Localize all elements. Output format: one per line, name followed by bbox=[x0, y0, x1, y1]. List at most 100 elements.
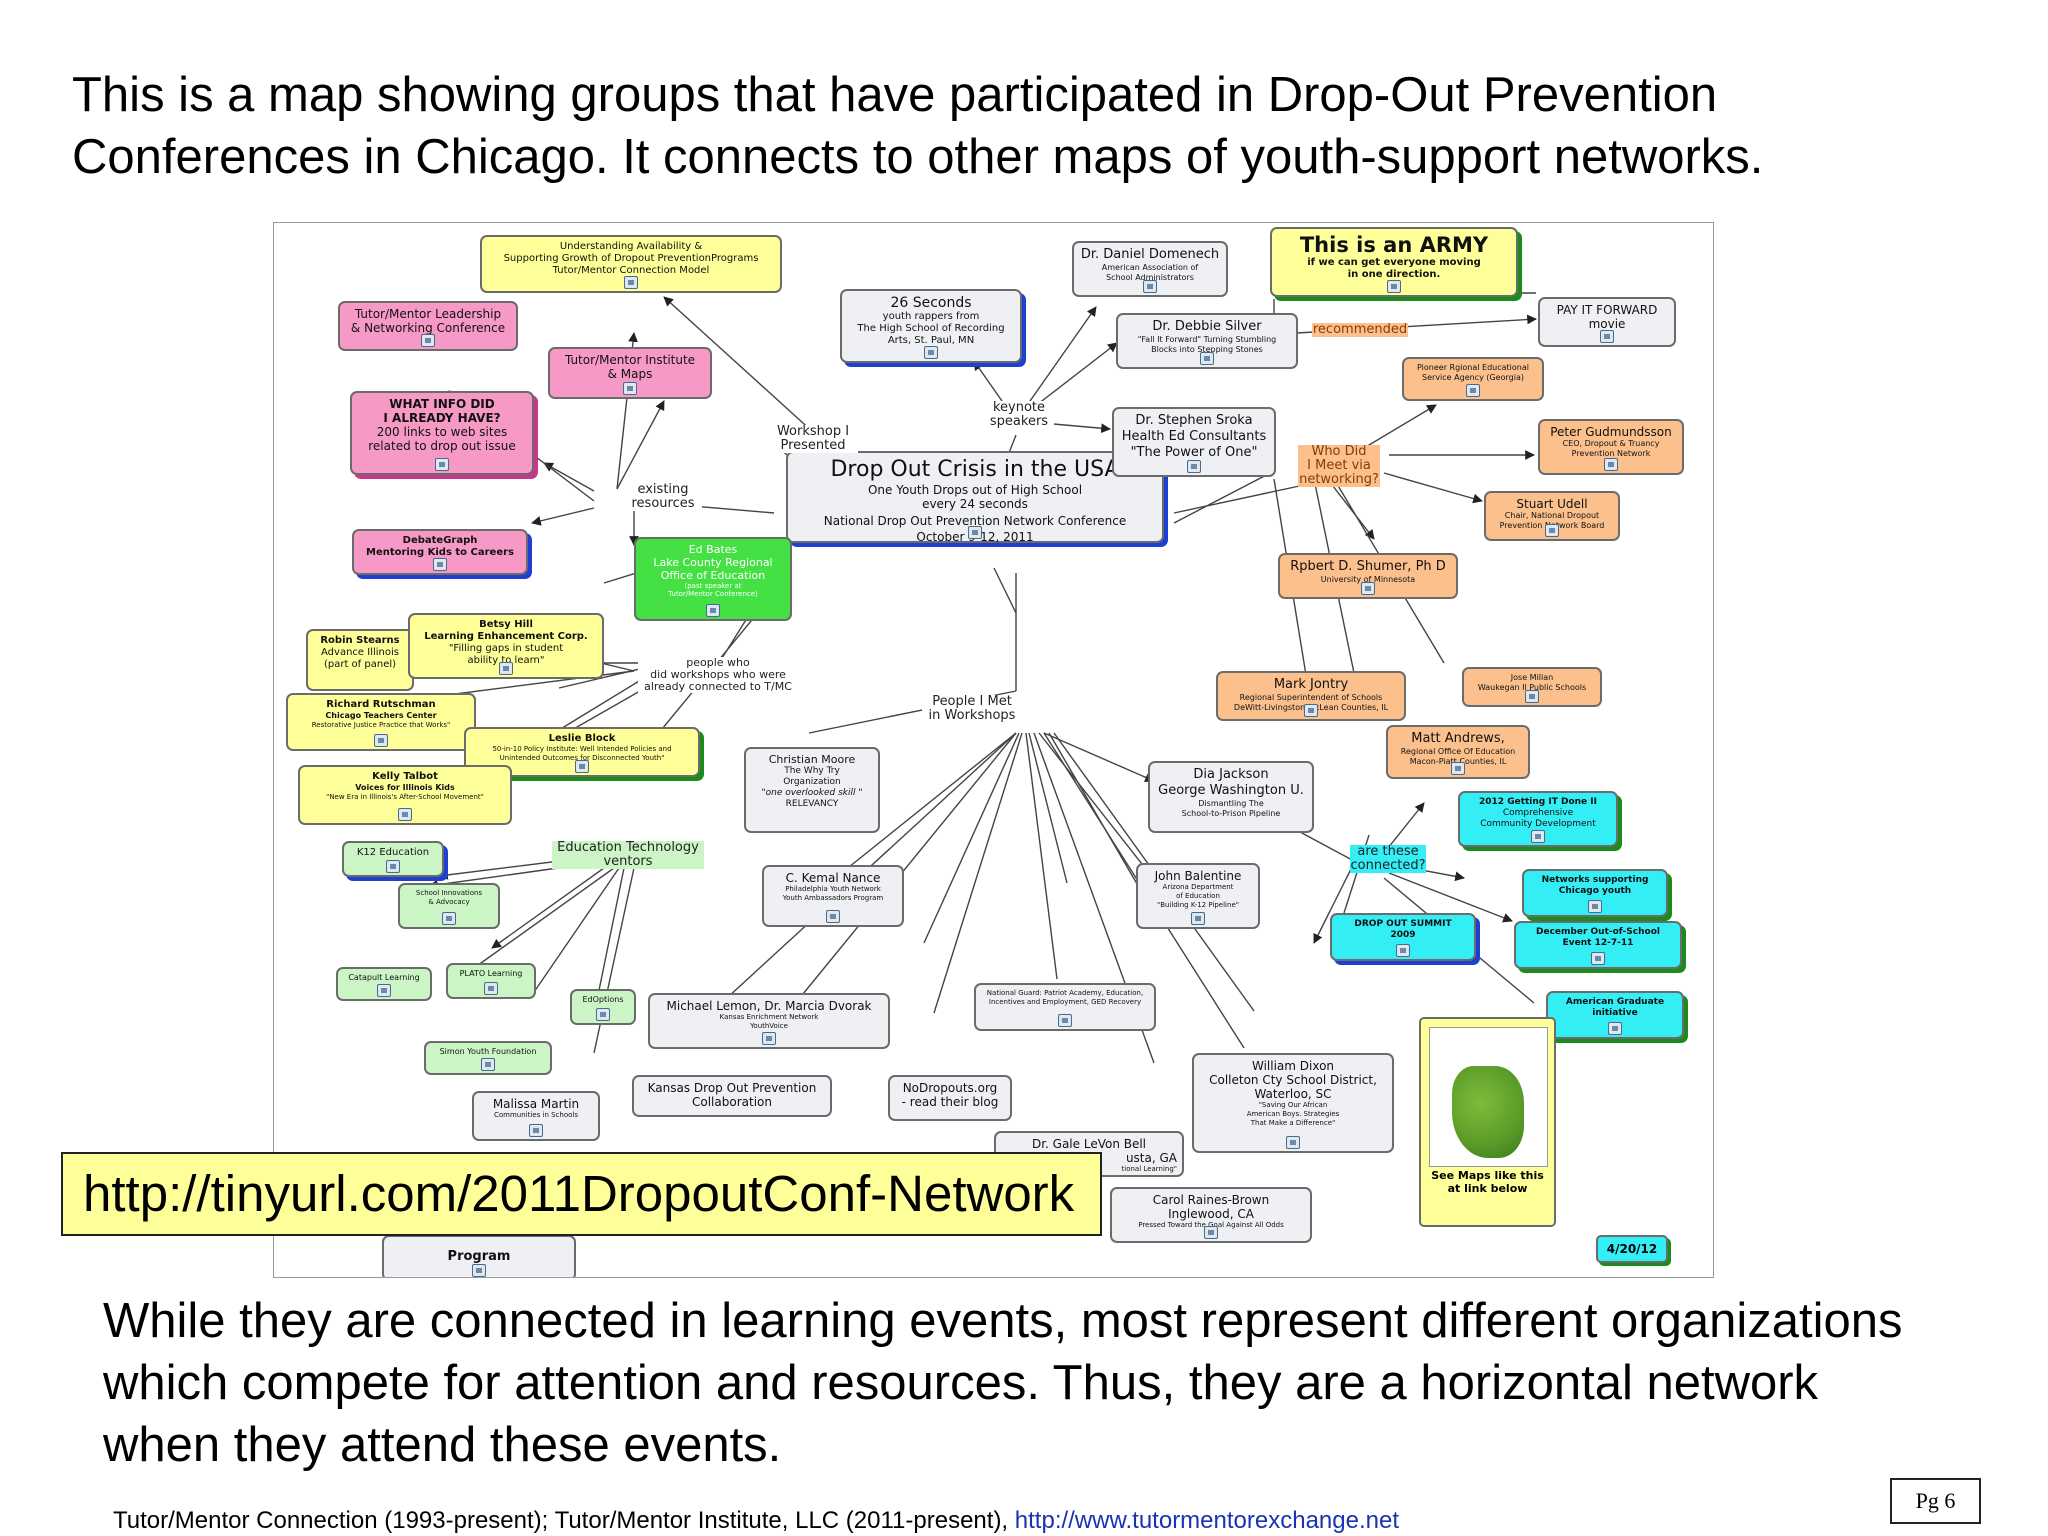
block-node[interactable]: Leslie Block 50-in-10 Policy Institute: … bbox=[464, 727, 700, 777]
note-icon[interactable] bbox=[826, 910, 840, 923]
footer-link[interactable]: http://www.tutormentorexchange.net bbox=[1014, 1507, 1399, 1534]
catapult-node[interactable]: Catapult Learning bbox=[336, 967, 432, 1001]
shumer-node[interactable]: Rpbert D. Shumer, Ph D University of Min… bbox=[1278, 553, 1458, 599]
program-node[interactable]: Program bbox=[382, 1235, 576, 1277]
school-innov-node[interactable]: School Innovations & Advocacy bbox=[398, 883, 500, 929]
note-icon[interactable] bbox=[1591, 952, 1605, 965]
note-icon[interactable] bbox=[1396, 944, 1410, 957]
note-icon[interactable] bbox=[442, 912, 456, 925]
pay-it-forward-node[interactable]: PAY IT FORWARD movie bbox=[1538, 297, 1676, 347]
k12-node[interactable]: K12 Education bbox=[342, 841, 444, 877]
note-icon[interactable] bbox=[1466, 384, 1480, 397]
pay-it-forward-line-2: movie bbox=[1588, 317, 1626, 331]
sroka-node[interactable]: Dr. Stephen Sroka Health Ed Consultants … bbox=[1112, 407, 1276, 477]
note-icon[interactable] bbox=[529, 1124, 543, 1137]
note-icon[interactable] bbox=[1286, 1136, 1300, 1149]
balentine-node[interactable]: John Balentine Arizona Department of Edu… bbox=[1136, 863, 1260, 929]
note-icon[interactable] bbox=[706, 604, 720, 617]
note-icon[interactable] bbox=[1588, 900, 1602, 913]
moore-node[interactable]: Christian Moore The Why Try Organization… bbox=[744, 747, 880, 833]
twentysix-seconds-node[interactable]: 26 Seconds youth rappers from The High S… bbox=[840, 289, 1022, 363]
note-icon[interactable] bbox=[596, 1008, 610, 1021]
note-icon[interactable] bbox=[433, 558, 447, 571]
plato-node[interactable]: PLATO Learning bbox=[446, 963, 536, 999]
jackson-line-3: School-to-Prison Pipeline bbox=[1181, 809, 1281, 818]
andrews-node[interactable]: Matt Andrews, Regional Office Of Educati… bbox=[1386, 725, 1530, 779]
minimap-line-2: at link below bbox=[1447, 1182, 1528, 1195]
networks-chicago-node[interactable]: Networks supporting Chicago youth bbox=[1522, 869, 1668, 917]
jontry-node[interactable]: Mark Jontry Regional Superintendent of S… bbox=[1216, 671, 1406, 721]
note-icon[interactable] bbox=[924, 346, 938, 359]
december-node[interactable]: December Out-of-School Event 12-7-11 bbox=[1514, 921, 1682, 969]
note-icon[interactable] bbox=[1387, 280, 1401, 293]
ed-bates-node[interactable]: Ed Bates Lake County Regional Office of … bbox=[634, 537, 792, 621]
lemon-node[interactable]: Michael Lemon, Dr. Marcia Dvorak Kansas … bbox=[648, 993, 890, 1049]
center-node[interactable]: Drop Out Crisis in the USA One Youth Dro… bbox=[786, 451, 1164, 543]
tm-leadership-node[interactable]: Tutor/Mentor Leadership & Networking Con… bbox=[338, 301, 518, 351]
note-icon[interactable] bbox=[1604, 458, 1618, 471]
note-icon[interactable] bbox=[377, 984, 391, 997]
note-icon[interactable] bbox=[1361, 582, 1375, 595]
note-icon[interactable] bbox=[421, 334, 435, 347]
note-icon[interactable] bbox=[1200, 352, 1214, 365]
note-icon[interactable] bbox=[1608, 1022, 1622, 1035]
note-icon[interactable] bbox=[1531, 830, 1545, 843]
dixon-node[interactable]: William Dixon Colleton Cty School Distri… bbox=[1192, 1053, 1394, 1153]
note-icon[interactable] bbox=[1600, 330, 1614, 343]
note-icon[interactable] bbox=[472, 1264, 486, 1277]
note-icon[interactable] bbox=[624, 276, 638, 289]
national-guard-node[interactable]: National Guard: Patriot Academy, Educati… bbox=[974, 983, 1156, 1031]
note-icon[interactable] bbox=[762, 1032, 776, 1045]
pioneer-node[interactable]: Pioneer Rgional Educational Service Agen… bbox=[1402, 357, 1544, 401]
jackson-node[interactable]: Dia Jackson George Washington U. Dismant… bbox=[1148, 761, 1314, 833]
edoptions-node[interactable]: EdOptions bbox=[570, 989, 636, 1025]
note-icon[interactable] bbox=[623, 382, 637, 395]
note-icon[interactable] bbox=[1058, 1014, 1072, 1027]
note-icon[interactable] bbox=[435, 458, 449, 471]
simon-node[interactable]: Simon Youth Foundation bbox=[424, 1041, 552, 1075]
ed-bates-line-5: Tutor/Mentor Conference) bbox=[668, 590, 758, 598]
talbot-node[interactable]: Kelly Talbot Voices for Illinois Kids "N… bbox=[298, 765, 512, 825]
army-node[interactable]: This is an ARMY if we can get everyone m… bbox=[1270, 227, 1518, 297]
nodropouts-node[interactable]: NoDropouts.org - read their blog bbox=[888, 1075, 1012, 1121]
hill-node[interactable]: Betsy Hill Learning Enhancement Corp. "F… bbox=[408, 613, 604, 679]
note-icon[interactable] bbox=[499, 662, 513, 675]
tm-institute-node[interactable]: Tutor/Mentor Institute & Maps bbox=[548, 347, 712, 399]
note-icon[interactable] bbox=[1204, 1226, 1218, 1239]
note-icon[interactable] bbox=[386, 860, 400, 873]
label-who-2: I Meet via bbox=[1307, 458, 1371, 473]
note-icon[interactable] bbox=[374, 734, 388, 747]
note-icon[interactable] bbox=[1525, 690, 1539, 703]
millan-node[interactable]: Jose Millan Waukegan Il Public Schools bbox=[1462, 667, 1602, 707]
note-icon[interactable] bbox=[481, 1058, 495, 1071]
what-info-node[interactable]: WHAT INFO DID I ALREADY HAVE? 200 links … bbox=[350, 391, 534, 475]
american-grad-node[interactable]: American Graduate initiative bbox=[1546, 991, 1684, 1039]
outro-text: While they are connected in learning eve… bbox=[103, 1290, 2033, 1476]
understanding-node[interactable]: Understanding Availability & Supporting … bbox=[480, 235, 782, 293]
note-icon[interactable] bbox=[1451, 762, 1465, 775]
rutschman-node[interactable]: Richard Rutschman Chicago Teachers Cente… bbox=[286, 693, 476, 751]
kansas-node[interactable]: Kansas Drop Out Prevention Collaboration bbox=[632, 1075, 832, 1117]
note-icon[interactable] bbox=[484, 982, 498, 995]
martin-node[interactable]: Malissa Martin Communities in Schools bbox=[472, 1091, 600, 1141]
udell-node[interactable]: Stuart Udell Chair, National Dropout Pre… bbox=[1484, 491, 1620, 541]
note-icon[interactable] bbox=[968, 526, 982, 539]
getting-it-done-node[interactable]: 2012 Getting IT Done II Comprehensive Co… bbox=[1458, 791, 1618, 847]
note-icon[interactable] bbox=[1304, 704, 1318, 717]
debategraph-node[interactable]: DebateGraph Mentoring Kids to Careers bbox=[352, 529, 528, 575]
raines-node[interactable]: Carol Raines-Brown Inglewood, CA Pressed… bbox=[1110, 1187, 1312, 1243]
url-callout[interactable]: http://tinyurl.com/2011DropoutConf-Netwo… bbox=[61, 1152, 1102, 1236]
summit-node[interactable]: DROP OUT SUMMIT 2009 bbox=[1330, 913, 1476, 961]
note-icon[interactable] bbox=[1545, 524, 1559, 537]
nance-node[interactable]: C. Kemal Nance Philadelphia Youth Networ… bbox=[762, 865, 904, 927]
note-icon[interactable] bbox=[1143, 280, 1157, 293]
domenech-node[interactable]: Dr. Daniel Domenech American Association… bbox=[1072, 241, 1228, 297]
note-icon[interactable] bbox=[1191, 912, 1205, 925]
note-icon[interactable] bbox=[398, 808, 412, 821]
silver-node[interactable]: Dr. Debbie Silver "Fall It Forward" Turn… bbox=[1116, 313, 1298, 369]
note-icon[interactable] bbox=[575, 760, 589, 773]
note-icon[interactable] bbox=[1187, 460, 1201, 473]
stearns-node[interactable]: Robin Stearns Advance Illinois (part of … bbox=[306, 629, 414, 691]
gudmundsson-node[interactable]: Peter Gudmundsson CEO, Dropout & Truancy… bbox=[1538, 419, 1684, 475]
illinois-map-thumbnail[interactable]: See Maps like this at link below bbox=[1419, 1017, 1556, 1227]
